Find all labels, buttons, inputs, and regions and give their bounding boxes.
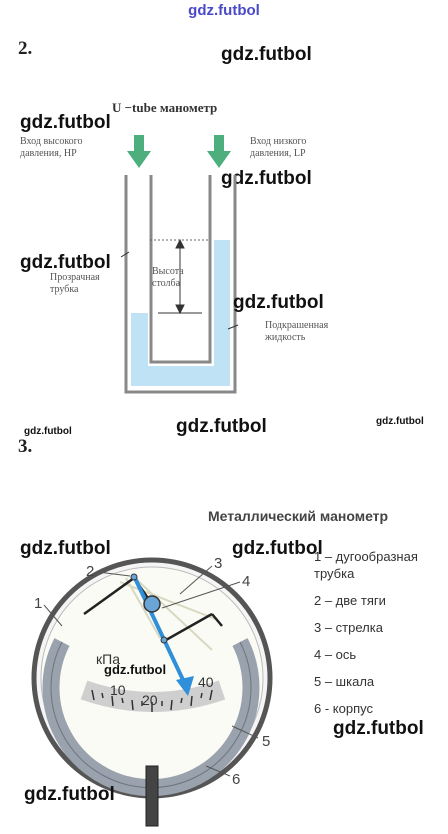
watermark: gdz.futbol xyxy=(24,426,72,437)
watermark: gdz.futbol xyxy=(20,112,111,133)
watermark: gdz.futbol xyxy=(176,416,267,437)
hp-inlet-label: Вход высокого давления, HP xyxy=(20,136,83,159)
column-height-arrow xyxy=(150,238,210,315)
problem-3-number: 3. xyxy=(18,436,33,457)
tick-label: 20 xyxy=(142,692,158,708)
callout-1: 1 xyxy=(34,595,42,612)
column-height-label: Высота столба xyxy=(152,266,184,289)
gauge-needle xyxy=(132,575,194,696)
watermark: gdz.futbol xyxy=(232,538,323,559)
watermark: gdz.futbol xyxy=(221,168,312,189)
gauge-axis xyxy=(143,595,161,613)
watermark: gdz.futbol xyxy=(24,784,115,805)
watermark: gdz.futbol xyxy=(20,252,111,273)
colored-liquid-label: Подкрашенная жидкость xyxy=(265,320,329,343)
callout-4: 4 xyxy=(242,573,250,590)
watermark: gdz.futbol xyxy=(333,718,424,739)
legend-item: 5 – шкала xyxy=(314,674,375,689)
callout-2: 2 xyxy=(86,563,94,580)
gauge-stem xyxy=(145,765,159,827)
watermark: gdz.futbol xyxy=(221,44,312,65)
tick-label: 40 xyxy=(198,674,214,690)
scale-ticks xyxy=(91,689,213,712)
hp-arrow-icon xyxy=(127,135,151,168)
u-tube-title: U −tube манометр xyxy=(112,100,218,115)
metal-manometer-title: Металлический манометр xyxy=(208,508,389,524)
legend-item: 6 - корпус xyxy=(314,701,373,716)
watermark: gdz.futbol xyxy=(376,416,424,427)
legend-item: 1 – дугообразная трубка xyxy=(314,549,418,581)
watermark: gdz.futbol xyxy=(104,662,167,677)
site-link[interactable]: gdz.futbol xyxy=(188,2,260,19)
lp-inlet-label: Вход низкого давления, LP xyxy=(250,136,307,159)
callout-3: 3 xyxy=(214,555,222,572)
legend-item: 3 – стрелка xyxy=(314,620,383,635)
watermark: gdz.futbol xyxy=(233,292,324,313)
legend: 1 – дугообразная трубка 2 – две тяги 3 –… xyxy=(314,548,442,717)
colored-liquid xyxy=(131,240,230,386)
tick-label: 10 xyxy=(110,682,126,698)
callout-5: 5 xyxy=(262,733,270,750)
tube-label: Прозрачная трубка xyxy=(50,272,100,295)
watermark: gdz.futbol xyxy=(20,538,111,559)
lp-arrow-icon xyxy=(207,135,231,168)
problem-2-number: 2. xyxy=(18,38,33,59)
legend-item: 4 – ось xyxy=(314,647,357,662)
unit-label: кПа xyxy=(96,651,120,667)
metal-manometer-diagram: кПа 10 20 40 1 2 3 4 5 6 xyxy=(31,555,273,827)
u-tube-manometer-diagram xyxy=(120,135,239,394)
legend-item: 2 – две тяги xyxy=(314,593,386,608)
callout-6: 6 xyxy=(232,771,240,788)
transparent-tube xyxy=(124,175,237,394)
